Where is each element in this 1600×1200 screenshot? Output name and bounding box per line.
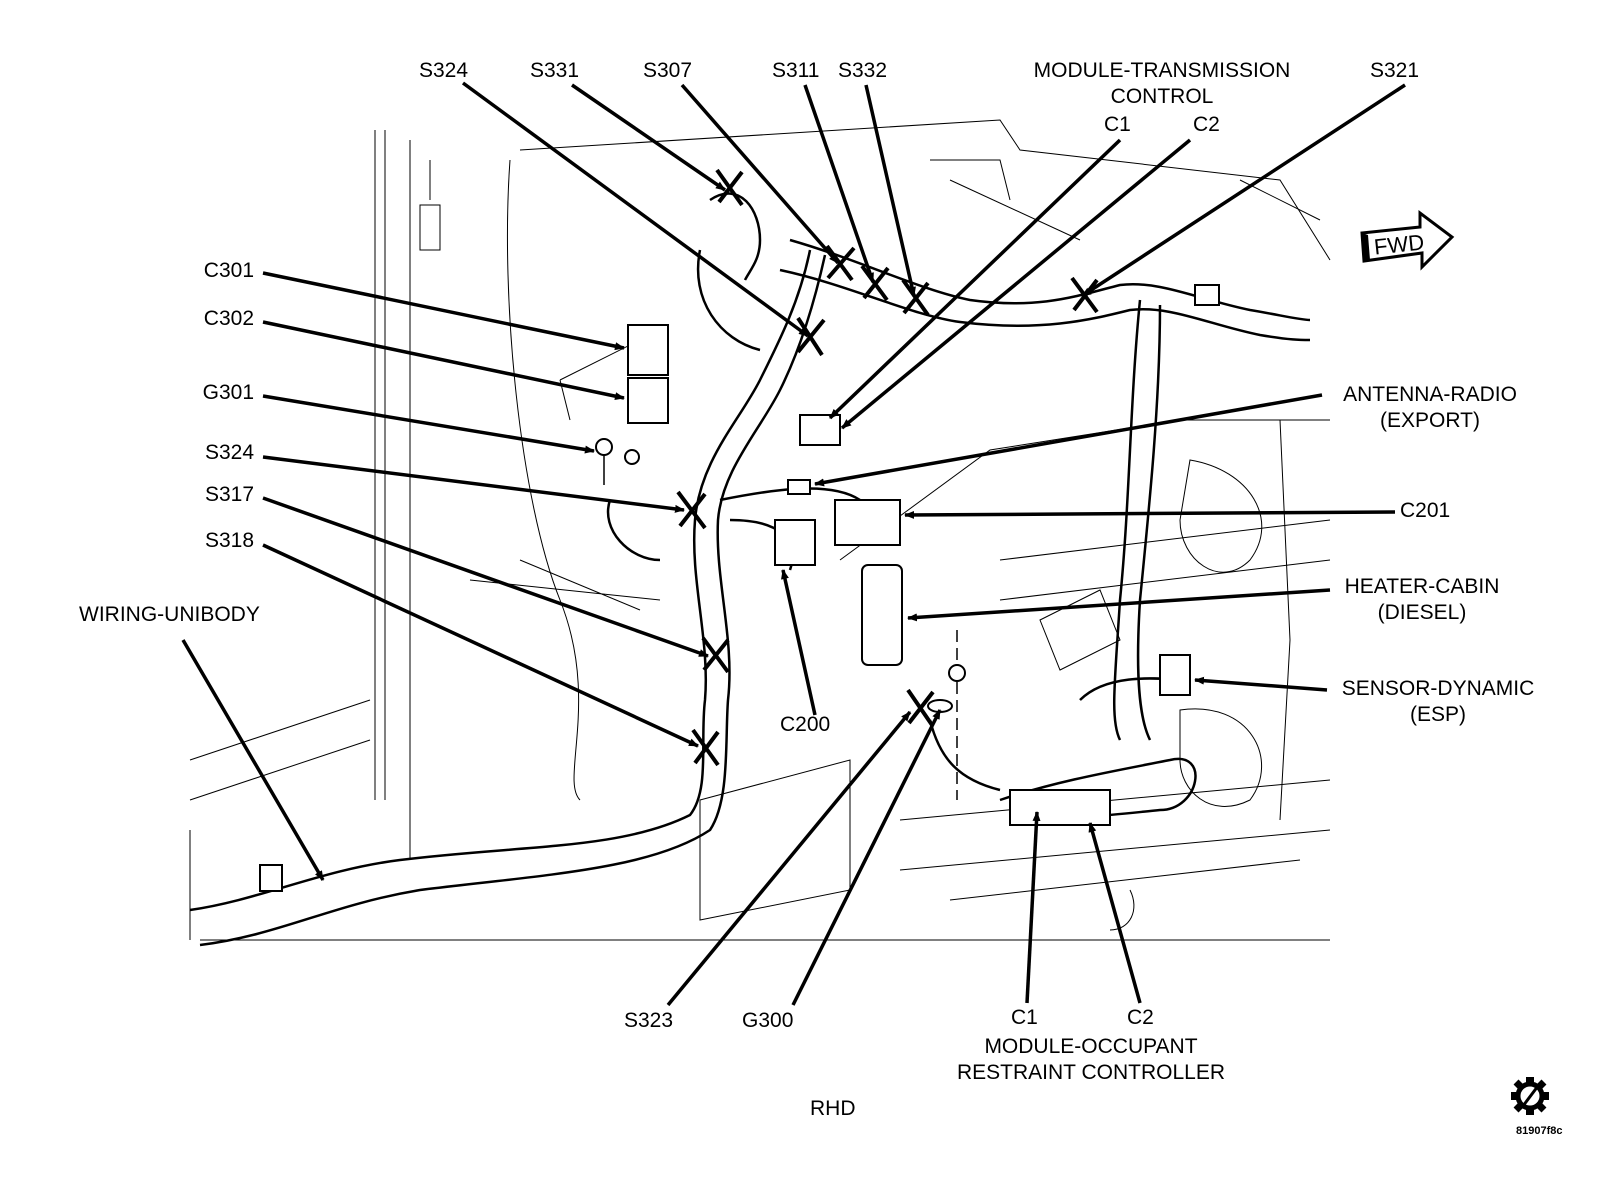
leader-c200	[781, 569, 817, 716]
splice-x-s331	[715, 168, 744, 207]
leader-s324-left	[262, 455, 685, 513]
leader-s332	[864, 84, 916, 297]
label-line-1: ANTENNA-RADIO	[1343, 383, 1517, 406]
label-line-1: MODULE-TRANSMISSION	[1033, 59, 1291, 82]
connector-c301-shape	[627, 324, 669, 376]
fwd-text: FWD	[1373, 230, 1425, 260]
leader-s318	[262, 543, 699, 748]
gear-logo-icon	[1511, 1077, 1549, 1115]
label-c201: C201	[1400, 499, 1451, 522]
label-module-occupant-restraint-controller: MODULE-OCCUPANT RESTRAINT CONTROLLER	[957, 1034, 1225, 1086]
label-c301: C301	[203, 259, 254, 282]
label-s324-left: S324	[204, 441, 254, 464]
wiring-harness	[189, 192, 1311, 947]
label-s332: S332	[838, 59, 888, 82]
ground-g301-nut	[624, 449, 640, 465]
connector-c302-shape	[627, 377, 669, 424]
leader-tcm-c1	[828, 138, 1122, 420]
label-s311: S311	[772, 59, 820, 82]
label-tcm-c1: C1	[1104, 113, 1131, 136]
label-orc-c1: C1	[1011, 1006, 1038, 1029]
harness-clip	[1194, 284, 1220, 306]
splice-x-s332	[901, 278, 930, 317]
connector-c200-shape	[774, 519, 816, 566]
label-line-2: (EXPORT)	[1380, 409, 1480, 432]
leader-c301	[262, 271, 625, 351]
leader-g301	[262, 394, 595, 454]
label-line-2: (DIESEL)	[1377, 601, 1467, 624]
leader-wiring-unibody	[181, 639, 325, 881]
splice-x-s318	[691, 728, 720, 767]
component-shapes	[259, 284, 1220, 892]
sensor-connector-shape	[1159, 654, 1191, 696]
label-module-transmission-control: MODULE-TRANSMISSION CONTROL	[1034, 58, 1291, 110]
ground-g300-nut	[948, 664, 966, 682]
antenna-connector-shape	[787, 479, 811, 495]
label-heater-cabin: HEATER-CABIN (DIESEL)	[1345, 574, 1500, 626]
harness-clip	[259, 864, 283, 892]
label-c302: C302	[203, 307, 254, 330]
leader-c302	[262, 320, 625, 401]
leader-s311	[803, 84, 875, 283]
leader-s307	[680, 83, 840, 265]
label-orc-c2: C2	[1127, 1006, 1154, 1029]
label-line-2: RESTRAINT CONTROLLER	[957, 1061, 1225, 1084]
leader-s331	[571, 83, 726, 192]
label-s331: S331	[530, 59, 580, 82]
label-s307: S307	[643, 59, 693, 82]
label-wiring-unibody: WIRING-UNIBODY	[79, 603, 260, 626]
splice-x-s324-left	[676, 490, 707, 530]
leader-s324-top	[461, 81, 810, 338]
leader-orc-c1	[1025, 811, 1041, 1004]
leader-s321	[1081, 83, 1406, 298]
label-s321: S321	[1370, 59, 1420, 82]
label-sensor-dynamic: SENSOR-DYNAMIC (ESP)	[1342, 676, 1535, 728]
fwd-direction-arrow-icon: FWD	[1360, 210, 1455, 271]
splice-x-s307	[825, 244, 856, 282]
leader-tcm-c2	[840, 138, 1192, 430]
heater-connector-shape	[861, 564, 903, 666]
splice-x-s317	[701, 636, 730, 674]
vehicle-body-outline	[189, 119, 1331, 941]
leader-g300	[791, 709, 942, 1006]
tcm-connector-shape	[799, 414, 841, 446]
label-s324-top: S324	[419, 59, 469, 82]
label-rhd: RHD	[810, 1097, 856, 1120]
splice-x-s311	[860, 264, 890, 302]
figure-code: 81907f8c	[1516, 1125, 1563, 1137]
label-g300: G300	[742, 1009, 794, 1032]
leader-antenna	[814, 393, 1323, 487]
leader-heater	[907, 588, 1331, 622]
splice-marks	[676, 168, 1099, 767]
connector-c201-shape	[834, 499, 901, 546]
leader-s317	[262, 496, 709, 658]
orc-module-shape	[1009, 789, 1111, 826]
label-line-1: SENSOR-DYNAMIC	[1341, 677, 1535, 700]
ground-g301-eyelet	[595, 438, 613, 456]
leader-s323	[666, 710, 912, 1007]
label-s323: S323	[624, 1009, 674, 1032]
label-line-2: CONTROL	[1110, 85, 1214, 108]
leader-orc-c2	[1088, 822, 1142, 1004]
splice-x-s324-top	[796, 316, 826, 357]
label-line-2: (ESP)	[1409, 703, 1466, 726]
label-c200: C200	[780, 713, 831, 736]
label-antenna-radio: ANTENNA-RADIO (EXPORT)	[1343, 382, 1517, 434]
label-tcm-c2: C2	[1193, 113, 1220, 136]
label-g301: G301	[202, 381, 254, 404]
label-line-1: HEATER-CABIN	[1344, 575, 1500, 598]
label-s317: S317	[204, 483, 254, 506]
splice-x-s323	[906, 688, 935, 727]
leader-c201	[904, 510, 1396, 519]
label-line-1: MODULE-OCCUPANT	[984, 1035, 1198, 1058]
leader-sensor	[1194, 676, 1328, 692]
label-s318: S318	[204, 529, 254, 552]
leader-lines	[181, 81, 1406, 1007]
